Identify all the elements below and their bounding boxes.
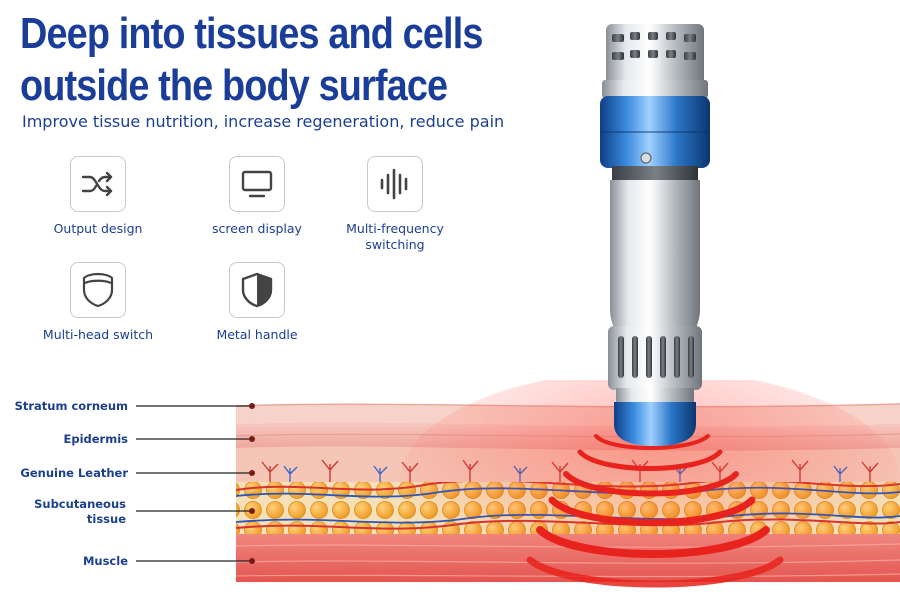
feature-label: screen display: [212, 221, 302, 236]
layer-label-epidermis: Epidermis: [63, 432, 128, 446]
feature-label: Multi-head switch: [42, 327, 154, 342]
feature-label: Output design: [53, 221, 143, 236]
layer-label-subcutaneous-tissue: Subcutaneous tissue: [34, 497, 126, 526]
headline: Deep into tissues and cells outside the …: [20, 8, 502, 112]
feature-metal-handle: Metal handle: [187, 262, 327, 343]
shockwave-handpiece: [600, 24, 710, 446]
shield-half-icon: [229, 262, 285, 318]
layer-label-muscle: Muscle: [82, 554, 128, 568]
feature-label: Metal handle: [216, 327, 298, 342]
feature-multi-head-switch: Multi-head switch: [28, 262, 168, 343]
feature-multi-frequency: Multi-frequency switching: [325, 156, 465, 253]
feature-output-design: Output design: [28, 156, 168, 237]
shuffle-icon: [70, 156, 126, 212]
headline-line-2: outside the body surface: [20, 61, 448, 110]
feature-screen-display: screen display: [187, 156, 327, 237]
layer-label-genuine-leather: Genuine Leather: [20, 466, 128, 480]
feature-label: Multi-frequency switching: [346, 221, 444, 252]
headline-line-1: Deep into tissues and cells: [20, 9, 483, 58]
monitor-icon: [229, 156, 285, 212]
shield-outline-icon: [70, 262, 126, 318]
sound-wave-icon: [367, 156, 423, 212]
skin-cross-section: [136, 380, 900, 590]
layer-label-stratum-corneum: Stratum corneum: [14, 399, 128, 413]
subheadline: Improve tissue nutrition, increase regen…: [22, 112, 505, 131]
